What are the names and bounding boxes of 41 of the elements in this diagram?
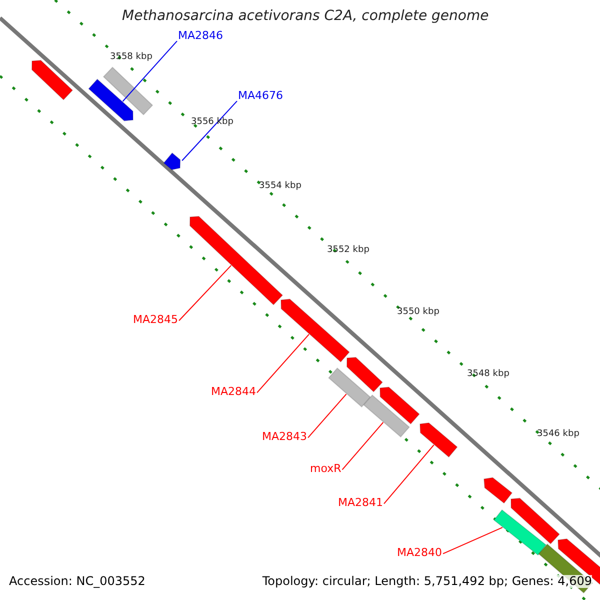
gene-label: MA2841 — [338, 497, 384, 510]
gene-block — [419, 422, 458, 458]
leader-line — [384, 444, 434, 504]
gene-block — [379, 386, 420, 425]
tick-label: 3552 kbp — [327, 246, 370, 256]
gene-label: MA2844 — [211, 386, 256, 398]
tick-label: 3548 kbp — [467, 370, 510, 380]
tick-label: 3556 kbp — [191, 118, 234, 128]
leader-line — [308, 394, 347, 438]
tick-label: 3546 kbp — [537, 430, 580, 440]
gene-block — [280, 298, 350, 363]
gene-label: MA4676 — [238, 90, 284, 102]
gene-block — [328, 367, 371, 408]
gene-block — [510, 498, 560, 544]
gene-label: MA2840 — [397, 547, 442, 560]
tick-label: 3550 kbp — [397, 308, 440, 318]
tick-label: 3554 kbp — [259, 182, 302, 192]
gene-block — [363, 394, 410, 438]
leader-line — [178, 264, 232, 322]
genome-info-text: Topology: circular; Length: 5,751,492 bp; Genes: 4,609 — [262, 575, 592, 588]
gene-block — [557, 538, 600, 586]
gene-block — [189, 216, 284, 306]
tick-label: 3558 kbp — [110, 53, 152, 63]
gene-block — [88, 78, 134, 122]
gene-block — [346, 356, 384, 392]
leader-line — [182, 100, 238, 162]
leader-line — [442, 526, 503, 554]
gene-label: MA2845 — [133, 314, 178, 326]
gene-block — [493, 509, 547, 556]
gene-label: MA2843 — [262, 431, 308, 444]
leader-line — [342, 422, 384, 470]
gene-block — [163, 152, 181, 170]
gene-block — [102, 66, 154, 116]
accession-text: Accession: NC_003552 — [9, 575, 146, 588]
gene-block — [31, 60, 74, 100]
leader-line — [122, 40, 178, 102]
gene-label: MA2846 — [178, 30, 224, 42]
gene-label: moxR — [310, 463, 342, 476]
gene-block — [483, 477, 513, 504]
leader-line — [256, 334, 310, 394]
chart-title: Methanosarcina acetivorans C2A, complete genome — [122, 9, 489, 24]
